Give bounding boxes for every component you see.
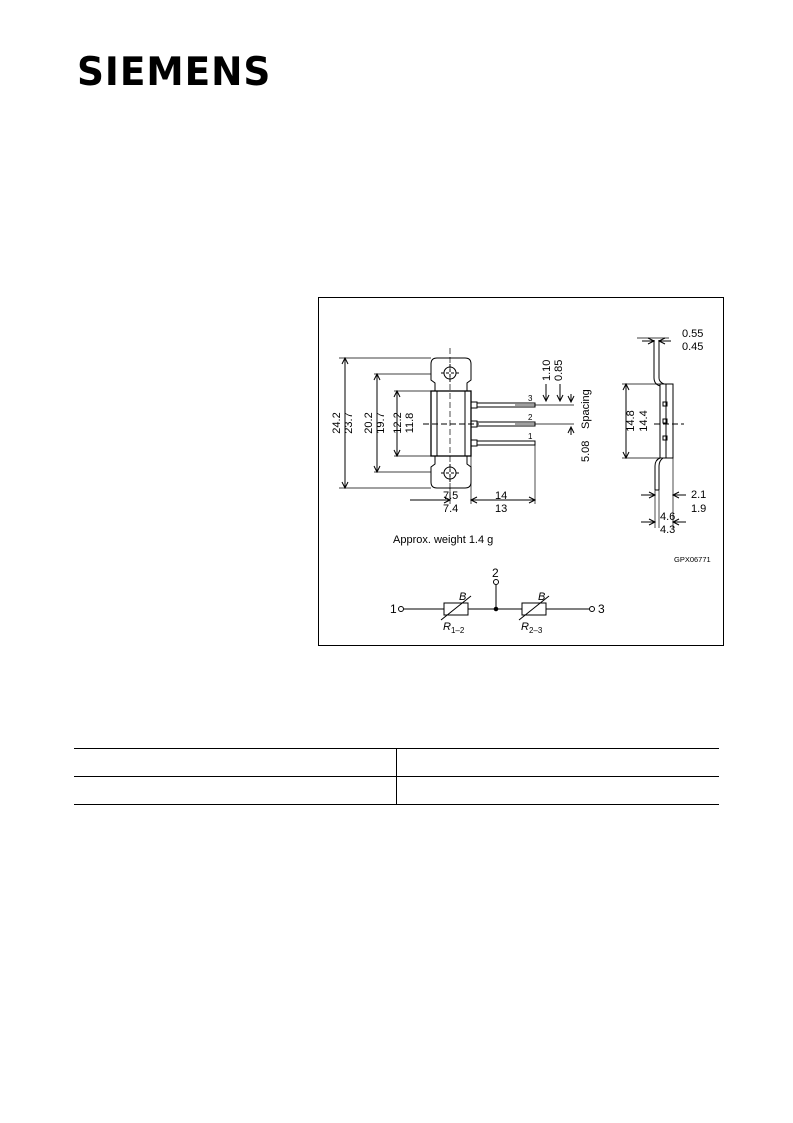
table-cell xyxy=(74,777,397,804)
pin-spacing-dimensions xyxy=(515,384,575,435)
bottom-dimensions xyxy=(410,445,537,504)
table-cell xyxy=(74,749,397,776)
b-label-left: B xyxy=(459,591,466,603)
pin-label-3: 3 xyxy=(528,394,533,403)
left-dimensions xyxy=(339,356,431,490)
dim-13: 13 xyxy=(495,503,507,515)
package-drawing: 24.2 23.7 20.2 19.7 12.2 11.8 3 2 1 1.10… xyxy=(331,328,711,635)
drawing-code: GPX06771 xyxy=(674,555,711,564)
dim-11-8: 11.8 xyxy=(404,413,416,434)
r12-label: R1–2 xyxy=(443,621,465,635)
package-drawing-frame: 24.2 23.7 20.2 19.7 12.2 11.8 3 2 1 1.10… xyxy=(318,297,724,646)
circuit-diagram xyxy=(398,579,595,621)
dim-19-7: 19.7 xyxy=(375,412,387,433)
table-cell xyxy=(397,749,719,776)
side-view xyxy=(622,337,686,528)
b-label-right: B xyxy=(538,591,545,603)
r23-label: R2–3 xyxy=(521,621,543,635)
dim-7-4: 7.4 xyxy=(443,503,458,515)
dim-2-1: 2.1 xyxy=(691,489,706,501)
dim-20-2: 20.2 xyxy=(363,412,375,433)
dim-23-7: 23.7 xyxy=(343,412,355,433)
package-body xyxy=(423,348,479,498)
dim-0-45: 0.45 xyxy=(682,341,703,353)
pin-label-2: 2 xyxy=(528,413,533,422)
terminal-3: 3 xyxy=(598,602,605,616)
dim-4-6: 4.6 xyxy=(660,511,675,523)
dim-4-3: 4.3 xyxy=(660,524,675,536)
terminal-1: 1 xyxy=(390,602,397,616)
dim-5-08: 5.08 xyxy=(580,441,592,462)
table-cell xyxy=(397,777,719,804)
dim-1-10: 1.10 xyxy=(541,360,553,381)
spacing-label: Spacing xyxy=(580,389,592,429)
dim-14-8: 14.8 xyxy=(625,410,637,431)
dim-1-9: 1.9 xyxy=(691,503,706,515)
terminal-2: 2 xyxy=(492,566,499,580)
ordering-table xyxy=(74,748,719,805)
table-row xyxy=(74,748,719,776)
pin-label-1: 1 xyxy=(528,432,533,441)
siemens-logo: SIEMENS xyxy=(77,50,272,95)
table-row xyxy=(74,776,719,805)
dim-12-2: 12.2 xyxy=(392,412,404,433)
weight-note: Approx. weight 1.4 g xyxy=(393,534,493,546)
dim-14-4: 14.4 xyxy=(638,410,650,431)
dim-24-2: 24.2 xyxy=(331,412,343,433)
dim-14: 14 xyxy=(495,490,507,502)
dim-0-85: 0.85 xyxy=(553,360,565,381)
dim-0-55: 0.55 xyxy=(682,328,703,340)
dim-7-5: 7.5 xyxy=(443,490,458,502)
